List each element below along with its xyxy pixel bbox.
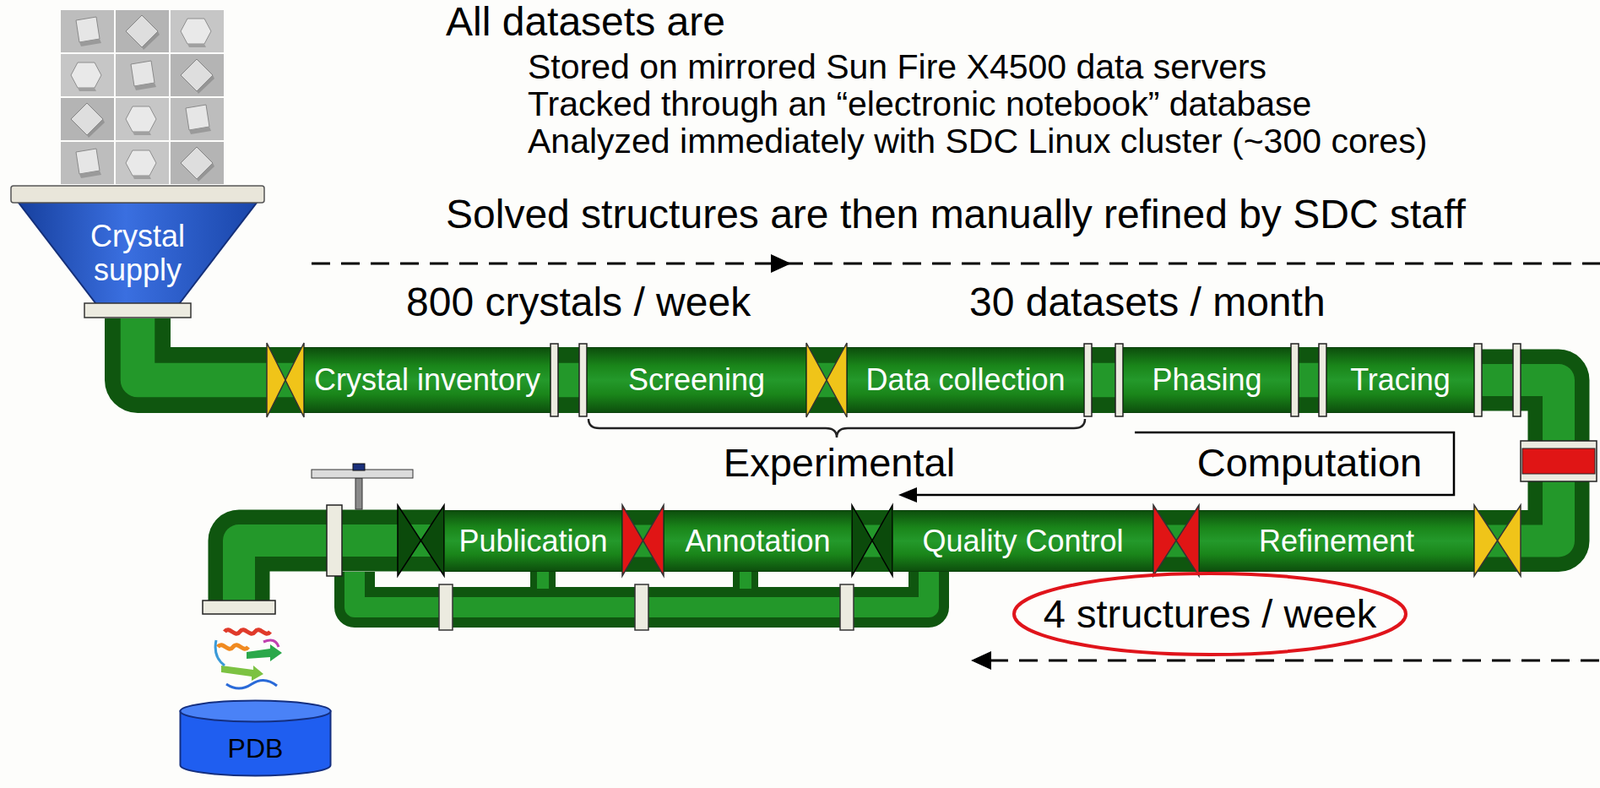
protein-ribbon	[215, 629, 283, 689]
bypass-pipe	[840, 584, 854, 630]
node-label: Tracing	[1350, 362, 1451, 397]
pipe-joints	[579, 343, 587, 417]
protein-ribbon	[226, 679, 277, 689]
note-item: Analyzed immediately with SDC Linux clus…	[527, 121, 1427, 162]
pipe-segment: Publication	[444, 509, 623, 572]
bracket-arrow	[898, 432, 1454, 503]
pipe-valves	[1474, 504, 1521, 576]
dashed-flow-arrow	[770, 254, 792, 273]
pipe-segment: Crystal inventory	[303, 347, 551, 413]
node-label: Refinement	[1258, 523, 1415, 559]
pipe-joints	[1318, 343, 1327, 417]
protein-ribbon	[217, 645, 249, 650]
crystal-images	[115, 97, 169, 141]
connector-group	[137, 318, 1559, 542]
note-item: Stored on mirrored Sun Fire X4500 data s…	[527, 47, 1267, 87]
pipe-segment: Screening	[586, 347, 807, 413]
funnel-hopper: Crystal supply	[10, 184, 266, 319]
pipe-valves	[851, 504, 893, 576]
node-label: PDB	[227, 732, 284, 765]
crystal-images	[60, 10, 224, 185]
pipe-valves	[806, 342, 847, 418]
crystal-images	[170, 54, 224, 97]
funnel-flange	[84, 303, 191, 318]
pipe-joints	[1115, 343, 1123, 417]
pipe-joints	[1290, 343, 1299, 417]
node-label: Publication	[458, 523, 608, 559]
crystal-images	[60, 10, 114, 53]
stage-group-label: Experimental	[723, 439, 955, 486]
crystal-images	[170, 141, 224, 185]
funnel-rim	[10, 185, 265, 203]
crystal-images	[60, 54, 114, 97]
pipe-segment: Quality Control	[892, 509, 1154, 572]
node-label: Phasing	[1151, 362, 1262, 397]
faucet-handle	[355, 477, 363, 510]
dashed-flow-arrow	[970, 650, 992, 670]
crystal-images	[170, 10, 224, 53]
bypass-pipe	[354, 571, 929, 630]
note-text: Solved structures are then manually refi…	[445, 190, 1466, 238]
protein-ribbon	[224, 629, 271, 635]
funnel-cone	[18, 202, 257, 304]
rate-label: 30 datasets / month	[969, 278, 1326, 326]
pipe-valves	[397, 504, 445, 576]
dashed-flow-arrow	[311, 254, 1600, 273]
pipe-valves	[622, 504, 664, 576]
protein-ribbon	[215, 640, 225, 666]
node-label: Crystal supply	[74, 219, 201, 287]
faucet-handle	[352, 463, 365, 471]
faucet-handle	[311, 463, 413, 510]
pipe-joints	[1513, 343, 1521, 417]
pipe-joints	[1474, 343, 1482, 417]
pipe-segment: Data collection	[846, 347, 1085, 413]
pipe-joints	[1084, 343, 1092, 417]
protein-ribbon	[246, 644, 283, 662]
cylinder-top	[180, 700, 331, 722]
database-cylinder: PDB	[178, 699, 332, 777]
crystal-images	[115, 141, 169, 185]
dashed-flow-arrow	[970, 650, 1600, 670]
highlight-ellipse	[1014, 573, 1406, 655]
pipe-segment: Refinement	[1198, 509, 1475, 572]
pipe-joints	[550, 343, 559, 417]
dashed-flow-arrow	[311, 262, 1600, 266]
protein-ribbon	[221, 665, 264, 681]
pipe-segment: Annotation	[663, 509, 852, 572]
crystal-images	[170, 97, 224, 141]
dashed-flow-arrow	[989, 659, 1600, 662]
curly-brace	[588, 418, 1085, 438]
pipe-coupling	[1520, 440, 1597, 482]
pipe-segment: Tracing	[1326, 347, 1475, 413]
protein-ribbon	[263, 640, 279, 647]
node-label: Data collection	[865, 362, 1065, 397]
crystal-images	[115, 54, 169, 97]
pipe-segment: Phasing	[1122, 347, 1291, 413]
rate-label: 800 crystals / week	[406, 278, 751, 326]
crystal-images	[60, 97, 114, 141]
pipe-joints	[202, 600, 276, 614]
node-label: Crystal inventory	[314, 362, 541, 397]
note-heading: All datasets are	[445, 0, 726, 46]
bypass-pipe	[634, 584, 649, 630]
pipe-valves	[266, 342, 1521, 576]
pipe-coupling	[1520, 440, 1597, 482]
pipe-joints	[202, 343, 1521, 614]
pipe-valves	[1153, 504, 1199, 576]
pipe-valves	[266, 342, 304, 418]
bracket-arrow	[898, 487, 917, 503]
node-label: Screening	[628, 362, 765, 397]
bypass-pipe	[439, 584, 453, 630]
stage-group-label: Computation	[1197, 439, 1423, 486]
note-item: Tracked through an “electronic notebook”…	[527, 84, 1312, 125]
crystal-images	[115, 10, 169, 53]
pipe-coupling	[1522, 448, 1595, 474]
bracket-arrow	[913, 432, 1454, 495]
rate-label: 4 structures / week	[1043, 591, 1377, 637]
pipe-joints	[326, 504, 342, 576]
node-label: Annotation	[684, 523, 830, 559]
node-label: Quality Control	[922, 523, 1123, 559]
crystal-images	[60, 141, 114, 185]
